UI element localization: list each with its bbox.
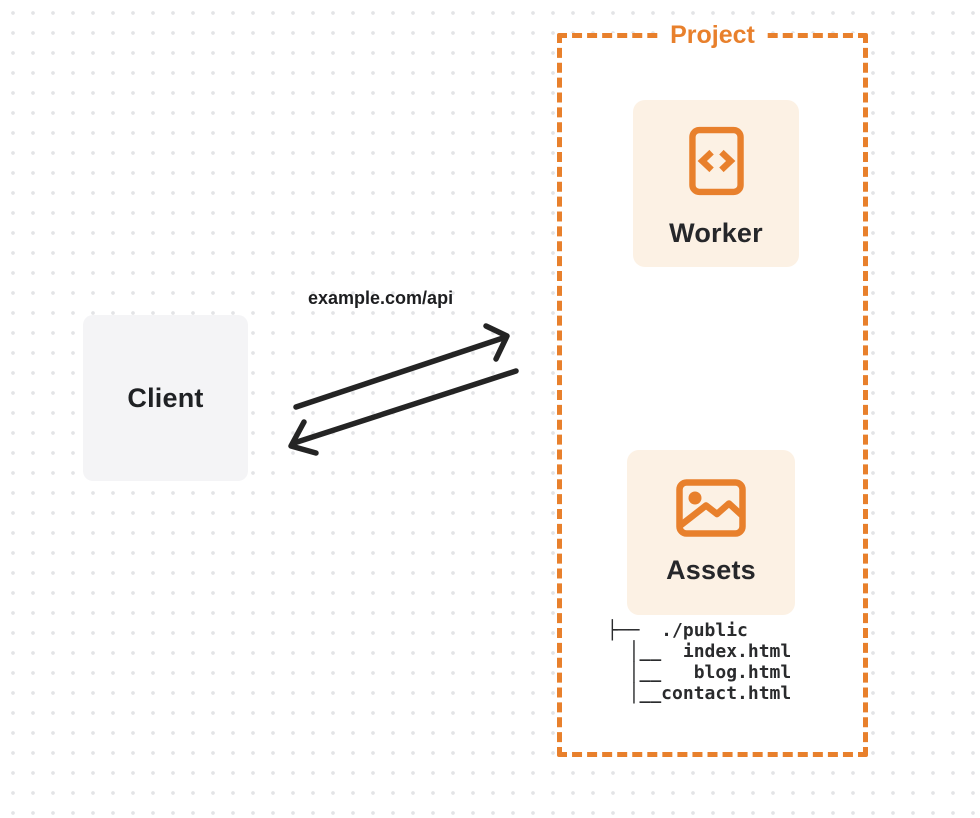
- code-document-icon: [688, 126, 744, 196]
- worker-node: Worker: [633, 100, 799, 267]
- assets-node: Assets: [627, 450, 795, 615]
- client-node: Client: [83, 315, 248, 481]
- project-title: Project: [661, 22, 764, 48]
- image-gallery-icon: [676, 479, 746, 537]
- worker-node-label: Worker: [669, 218, 763, 248]
- client-node-label: Client: [127, 382, 204, 413]
- assets-node-label: Assets: [666, 555, 756, 585]
- project-container: Project Worker Assets ├── ./public │__ i…: [557, 22, 868, 757]
- request-url-label: example.com/api: [308, 288, 454, 308]
- assets-file-tree: ├── ./public │__ index.html │__ blog.htm…: [607, 620, 792, 704]
